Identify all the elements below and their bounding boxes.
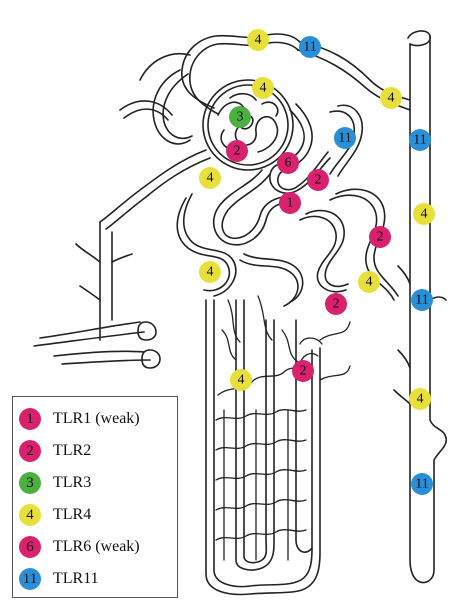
tlr-marker: 4 [409,388,431,410]
legend-marker: 4 [19,504,41,526]
tlr-marker: 11 [299,36,321,58]
tlr-marker: 4 [199,261,221,283]
marker-label: 11 [415,293,428,308]
tlr-marker: 4 [358,271,380,293]
legend-marker: 11 [19,568,41,590]
marker-label: 11 [413,133,426,148]
legend-item-tlr1: 1 TLR1 (weak) [19,405,140,433]
marker-label: 4 [238,373,245,388]
legend-label: TLR2 [53,442,91,460]
marker-label: 4 [417,392,424,407]
legend-label: TLR11 [53,570,99,588]
tlr-marker: 2 [292,360,314,382]
legend-item-tlr4: 4 TLR4 [19,501,91,529]
tlr-marker: 1 [279,192,301,214]
marker-label: 3 [237,110,244,125]
marker-label: 2 [300,364,307,379]
legend: 1 TLR1 (weak) 2 TLR2 3 TLR3 4 TLR4 6 TLR… [12,396,178,598]
legend-label: TLR3 [53,474,91,492]
legend-marker: 3 [19,472,41,494]
marker-label: 2 [333,297,340,312]
tlr-marker: 4 [413,203,435,225]
tlr-marker: 11 [411,473,433,495]
marker-label: 4 [255,33,262,48]
tlr-marker: 2 [325,293,347,315]
tlr-marker: 2 [307,169,329,191]
legend-marker: 6 [19,536,41,558]
marker-label: 4 [388,91,395,106]
marker-label: 4 [366,275,373,290]
tlr-marker: 11 [334,127,356,149]
tlr-marker: 2 [226,140,248,162]
marker-label: 4 [421,207,428,222]
legend-marker: 1 [19,408,41,430]
tlr-marker: 6 [277,152,299,174]
marker-label: 6 [285,156,292,171]
legend-label: TLR4 [53,506,91,524]
tlr-marker: 4 [380,87,402,109]
tlr-marker: 3 [229,106,251,128]
tlr-marker: 4 [199,167,221,189]
tlr-marker: 4 [252,77,274,99]
legend-item-tlr6: 6 TLR6 (weak) [19,533,140,561]
legend-item-tlr11: 11 TLR11 [19,565,99,593]
tlr-marker: 11 [411,289,433,311]
marker-label: 4 [207,265,214,280]
legend-label: TLR6 (weak) [53,538,140,556]
legend-item-tlr3: 3 TLR3 [19,469,91,497]
marker-label: 2 [234,144,241,159]
tlr-marker: 4 [247,29,269,51]
marker-label: 11 [415,477,428,492]
marker-label: 11 [303,40,316,55]
marker-label: 4 [207,171,214,186]
tlr-marker: 2 [369,226,391,248]
marker-label: 1 [287,196,294,211]
marker-label: 4 [260,81,267,96]
marker-label: 2 [315,173,322,188]
legend-item-tlr2: 2 TLR2 [19,437,91,465]
marker-label: 2 [377,230,384,245]
legend-marker: 2 [19,440,41,462]
tlr-marker: 4 [230,369,252,391]
legend-label: TLR1 (weak) [53,410,140,428]
tlr-marker: 11 [409,129,431,151]
marker-label: 11 [338,131,351,146]
